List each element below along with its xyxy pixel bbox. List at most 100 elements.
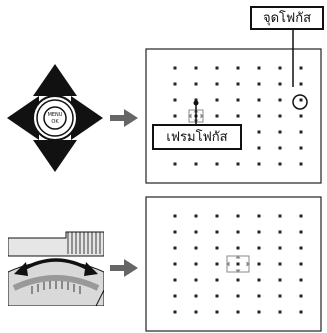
focus-point-dot bbox=[215, 214, 219, 218]
focus-point-dot bbox=[215, 230, 219, 234]
focus-point-dot bbox=[194, 82, 198, 86]
focus-point-dot bbox=[215, 262, 219, 266]
focus-frame-callout: เฟรมโฟกัส bbox=[152, 124, 242, 150]
focus-point-dot bbox=[173, 98, 177, 102]
focus-point-dot bbox=[173, 262, 177, 266]
focus-point-dot bbox=[194, 294, 198, 298]
focus-point-dot bbox=[215, 66, 219, 70]
focus-point-dot bbox=[278, 114, 282, 118]
frame-right-marker bbox=[200, 113, 204, 119]
af-point-grid-panel bbox=[145, 48, 322, 184]
focus-point-dot bbox=[257, 262, 261, 266]
focus-point-dot bbox=[278, 246, 282, 250]
focus-point-dot bbox=[257, 162, 261, 166]
focus-point-dot bbox=[299, 66, 303, 70]
focus-point-dot bbox=[278, 262, 282, 266]
focus-point-dot bbox=[257, 278, 261, 282]
focus-point-dot bbox=[194, 310, 198, 314]
focus-point-dot bbox=[215, 98, 219, 102]
focus-point-dot bbox=[173, 278, 177, 282]
dpad-down-arrow-icon bbox=[33, 140, 77, 172]
focus-point-dot bbox=[257, 214, 261, 218]
focus-point-dot bbox=[236, 82, 240, 86]
frame-bottom-marker bbox=[235, 269, 241, 273]
dpad-up-arrow-icon bbox=[33, 64, 77, 96]
focus-point-dot bbox=[236, 98, 240, 102]
focus-point-dot bbox=[278, 214, 282, 218]
focus-point-dot bbox=[299, 146, 303, 150]
focus-point-dot bbox=[236, 310, 240, 314]
focus-point-dot bbox=[257, 66, 261, 70]
frame-top-marker bbox=[235, 255, 241, 259]
focus-point-dot bbox=[173, 230, 177, 234]
focus-point-dot bbox=[215, 114, 219, 118]
focus-point-dot bbox=[257, 82, 261, 86]
focus-point-dot bbox=[257, 146, 261, 150]
focus-point-dot bbox=[194, 66, 198, 70]
focus-point-dot bbox=[299, 114, 303, 118]
right-arrow-icon bbox=[110, 109, 138, 127]
af-point-grid-panel-enlarged bbox=[145, 196, 322, 332]
focus-point-dot bbox=[236, 214, 240, 218]
dpad-left-arrow-icon bbox=[7, 96, 39, 140]
menu-label: MENU bbox=[48, 112, 63, 118]
focus-point-dot bbox=[299, 246, 303, 250]
focus-point-dot bbox=[173, 214, 177, 218]
focus-point-dot bbox=[236, 162, 240, 166]
focus-point-dot bbox=[173, 162, 177, 166]
focus-point-dot bbox=[257, 230, 261, 234]
menu-ok-button bbox=[43, 106, 67, 130]
focus-point-dot bbox=[194, 262, 198, 266]
focus-point-dot bbox=[173, 294, 177, 298]
focus-point-dot bbox=[257, 294, 261, 298]
focus-point-dot bbox=[278, 310, 282, 314]
focus-point-dot bbox=[278, 98, 282, 102]
focus-point-highlight bbox=[292, 94, 308, 110]
focus-point-dot bbox=[236, 66, 240, 70]
focus-point-dot bbox=[257, 310, 261, 314]
focus-point-dot bbox=[236, 246, 240, 250]
command-dial-icon bbox=[8, 228, 104, 306]
focus-point-dot bbox=[173, 310, 177, 314]
focus-frame-point bbox=[236, 262, 240, 266]
focus-point-dot bbox=[215, 294, 219, 298]
focus-point-dot bbox=[215, 82, 219, 86]
right-arrow-icon-2 bbox=[110, 259, 138, 277]
focus-point-dot bbox=[257, 98, 261, 102]
focus-point-dot bbox=[299, 162, 303, 166]
focus-point-dot bbox=[173, 246, 177, 250]
focus-point-dot bbox=[299, 214, 303, 218]
focus-point-dot bbox=[194, 278, 198, 282]
focus-point-dot bbox=[194, 246, 198, 250]
frame-left-marker bbox=[226, 261, 230, 267]
focus-point-dot bbox=[278, 82, 282, 86]
focus-point-dot bbox=[299, 130, 303, 134]
focus-point-label: จุดโฟกัส bbox=[262, 11, 312, 26]
focus-point-dot bbox=[236, 278, 240, 282]
focus-point-callout: จุดโฟกัส bbox=[250, 6, 324, 30]
focus-point-dot bbox=[278, 66, 282, 70]
focus-point-dot bbox=[236, 230, 240, 234]
frame-right-marker bbox=[246, 261, 250, 267]
focus-point-dot bbox=[299, 294, 303, 298]
focus-point-dot bbox=[236, 294, 240, 298]
focus-point-dot bbox=[215, 310, 219, 314]
focus-point-dot bbox=[278, 130, 282, 134]
four-way-selector-icon: MENU OK bbox=[7, 64, 103, 172]
focus-point-dot bbox=[278, 230, 282, 234]
focus-point-dot bbox=[299, 278, 303, 282]
focus-point-dot bbox=[236, 114, 240, 118]
focus-point-dot bbox=[194, 214, 198, 218]
focus-point-dot bbox=[215, 246, 219, 250]
focus-point-dot bbox=[299, 262, 303, 266]
frame-left-marker bbox=[188, 113, 192, 119]
focus-point-dot bbox=[215, 278, 219, 282]
focus-point-dot bbox=[194, 162, 198, 166]
focus-point-dot bbox=[299, 310, 303, 314]
focus-point-dot bbox=[278, 162, 282, 166]
focus-point-dot bbox=[299, 82, 303, 86]
ok-label: OK bbox=[51, 119, 59, 125]
focus-point-dot bbox=[278, 278, 282, 282]
dpad-right-arrow-icon bbox=[71, 96, 103, 140]
